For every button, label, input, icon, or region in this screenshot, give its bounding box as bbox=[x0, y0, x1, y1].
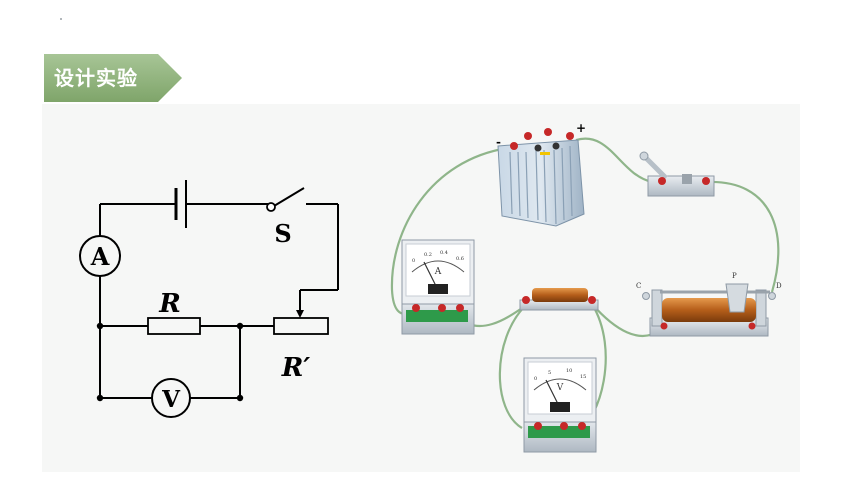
ammeter-face-label: A bbox=[434, 267, 442, 277]
voltmeter-icon: V 0 5 10 15 bbox=[523, 357, 597, 453]
rheostat-terminal-p: P bbox=[732, 272, 737, 280]
resistor-label: R bbox=[158, 289, 181, 319]
section-badge: 设计实验 bbox=[44, 54, 182, 102]
battery-plus-label: + bbox=[576, 121, 586, 135]
battery-icon: - + bbox=[496, 121, 586, 227]
ammeter-label: A bbox=[90, 242, 110, 271]
rheostat-terminal-d: D bbox=[776, 282, 782, 290]
knife-switch-icon bbox=[639, 151, 715, 197]
voltmeter-scale-1: 5 bbox=[548, 370, 551, 376]
rheostat-terminal-c: C bbox=[636, 282, 641, 290]
voltmeter-scale-3: 15 bbox=[580, 374, 586, 380]
voltmeter-face-label: V bbox=[556, 383, 564, 393]
switch-label: S bbox=[274, 219, 291, 248]
voltmeter-scale-2: 10 bbox=[566, 368, 572, 374]
ammeter-scale-1: 0.2 bbox=[424, 252, 432, 258]
ammeter-scale-2: 0.4 bbox=[440, 250, 448, 256]
ammeter-icon: A 0 0.2 0.4 0.6 bbox=[401, 239, 475, 335]
rheostat-label: R′ bbox=[281, 353, 311, 383]
voltmeter-label: V bbox=[161, 386, 181, 413]
battery-minus-label: - bbox=[496, 135, 501, 149]
ammeter-scale-3: 0.6 bbox=[456, 256, 464, 262]
ammeter-scale-0: 0 bbox=[412, 258, 415, 264]
rheostat-icon: C D P bbox=[636, 272, 782, 337]
resistor-coil-icon bbox=[519, 288, 599, 311]
voltmeter-scale-0: 0 bbox=[534, 376, 537, 382]
section-title: 设计实验 bbox=[54, 66, 138, 90]
corner-dot bbox=[60, 18, 62, 20]
